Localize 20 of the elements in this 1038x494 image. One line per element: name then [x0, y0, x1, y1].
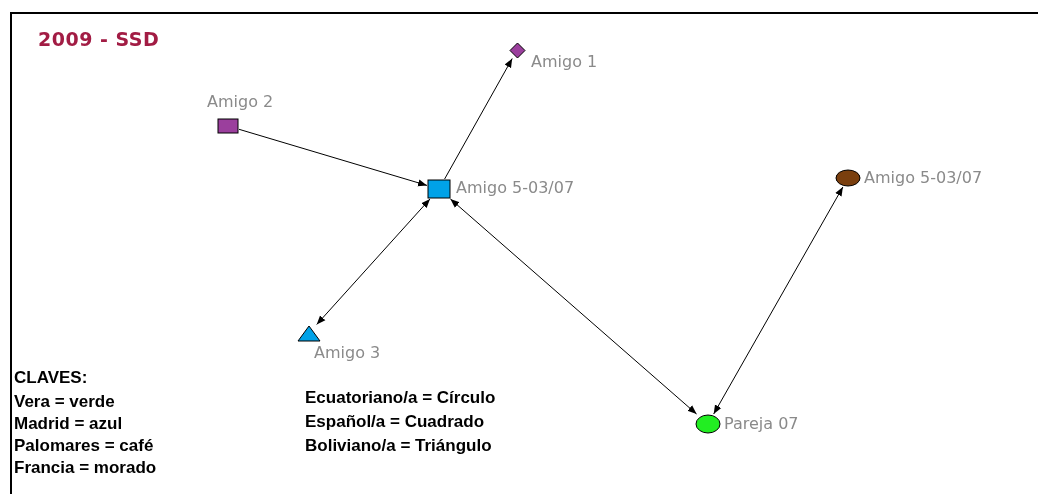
node-label: Amigo 1 [531, 52, 598, 72]
node-label: Pareja 07 [724, 414, 799, 434]
arrow [444, 58, 513, 180]
arrow [449, 198, 698, 415]
key-text: Francia = morado [14, 458, 157, 478]
node-label: Amigo 3 [314, 343, 381, 363]
key-text: Madrid = azul [14, 414, 123, 434]
key-text: Ecuatoriano/a = Círculo [305, 388, 496, 408]
node-label: Amigo 5-03/07 [864, 168, 983, 188]
key-text: Español/a = Cuadrado [305, 412, 484, 432]
node-label: Amigo 5-03/07 [456, 178, 575, 198]
key-text: CLAVES: [14, 368, 88, 388]
title: 2009 - SSD [38, 28, 160, 50]
key-text: Vera = verde [14, 392, 115, 412]
arrow [316, 198, 431, 325]
key-text: Palomares = café [14, 436, 154, 456]
arrow [713, 186, 844, 415]
key-text: Boliviano/a = Triángulo [305, 436, 492, 456]
node-label: Amigo 2 [207, 92, 274, 112]
arrow [238, 128, 428, 187]
